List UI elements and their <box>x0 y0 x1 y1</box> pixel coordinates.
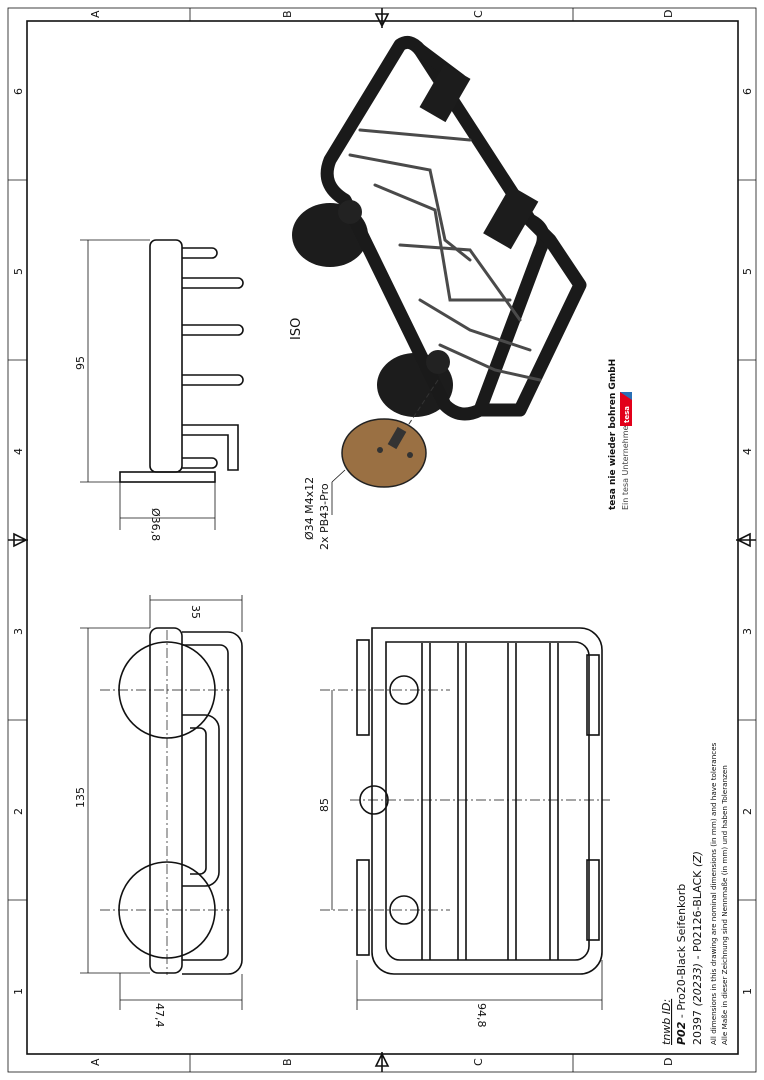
dim-front-depth: 35 <box>189 605 202 619</box>
tesa-logo <box>620 392 632 426</box>
svg-text:C: C <box>472 10 485 18</box>
svg-text:D: D <box>662 10 675 18</box>
adhesive-plate <box>341 418 427 488</box>
dim-side-height: 95 <box>74 356 87 370</box>
company-name: tesa nie wieder bohren GmbH <box>608 359 618 510</box>
note-english: All dimensions in this drawing are nomin… <box>709 742 718 1045</box>
svg-text:1: 1 <box>12 988 25 995</box>
iso-view: ISO Ø34 M4x12 2x PB43-Pro <box>289 35 587 550</box>
company-block: tesa nie wieder bohren GmbH Ein tesa Unt… <box>608 359 632 510</box>
svg-text:5: 5 <box>12 268 25 275</box>
svg-text:6: 6 <box>12 88 25 95</box>
svg-text:B: B <box>281 1058 294 1066</box>
zone-labels: A B C D A B C D 1 2 3 4 5 6 1 2 3 4 5 6 <box>12 10 754 1066</box>
screw-note-2: 2x PB43-Pro <box>318 483 331 550</box>
svg-text:B: B <box>281 10 294 18</box>
svg-text:4: 4 <box>12 448 25 455</box>
svg-text:2: 2 <box>12 808 25 815</box>
svg-text:3: 3 <box>741 628 754 635</box>
dim-front-width: 47,4 <box>153 1003 166 1028</box>
svg-text:6: 6 <box>741 88 754 95</box>
centering-marks <box>8 8 756 1072</box>
svg-text:1: 1 <box>741 988 754 995</box>
front-view: 35 135 47,4 <box>74 595 243 1028</box>
screw-note-1: Ø34 M4x12 <box>303 477 316 540</box>
svg-text:5: 5 <box>741 268 754 275</box>
side-view: 95 Ø36,8 <box>74 239 244 541</box>
id-label: tnwb ID: <box>660 999 673 1045</box>
iso-label: ISO <box>289 318 304 340</box>
company-subtitle: Ein tesa Unternehmen <box>621 420 630 510</box>
svg-text:3: 3 <box>12 628 25 635</box>
svg-text:4: 4 <box>741 448 754 455</box>
note-german: Alle Maße in dieser Zeichnung sind Nennm… <box>720 765 729 1045</box>
svg-text:tesa: tesa <box>623 406 631 423</box>
plan-view: 85 94,8 <box>318 627 610 1028</box>
title-block: tnwb ID: P02 - Pro20-Black Seifenkorb 20… <box>660 742 729 1045</box>
outer-border <box>7 7 757 1073</box>
dim-plan-width: 94,8 <box>475 1003 488 1028</box>
zone-ticks <box>8 8 756 1072</box>
product-title: P02 - Pro20-Black Seifenkorb <box>675 884 688 1045</box>
dim-side-diameter: Ø36,8 <box>149 508 162 541</box>
dim-plan-spacing: 85 <box>318 798 331 812</box>
svg-text:2: 2 <box>741 808 754 815</box>
svg-text:A: A <box>89 1058 102 1066</box>
dim-front-length: 135 <box>74 787 87 808</box>
svg-text:D: D <box>662 1058 675 1066</box>
svg-text:C: C <box>472 1058 485 1066</box>
inner-frame <box>26 20 739 1055</box>
svg-text:A: A <box>89 10 102 18</box>
product-codes: 20397 (20233) - P02126-BLACK (Z) <box>691 851 704 1045</box>
